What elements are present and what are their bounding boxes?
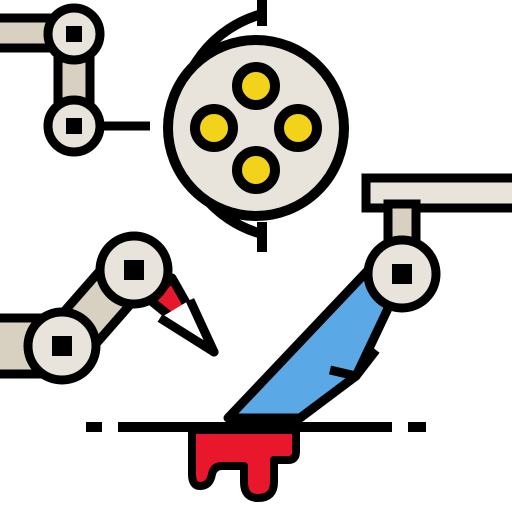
surgical-lamp-icon <box>163 0 349 252</box>
lamp-face <box>163 35 349 221</box>
scalpel-icon <box>223 261 397 423</box>
right-robot-arm <box>223 173 512 423</box>
upper-robot-arm <box>0 3 150 157</box>
lamp-bulb-right <box>274 104 322 152</box>
incision <box>86 422 426 502</box>
right-arm-mount <box>361 173 512 213</box>
lamp-bulb-bottom <box>232 146 280 194</box>
lamp-bulb-top <box>232 62 280 110</box>
lower-robot-arm <box>0 231 219 385</box>
blood-drip-icon <box>188 426 300 502</box>
lamp-bulb-left <box>190 104 238 152</box>
